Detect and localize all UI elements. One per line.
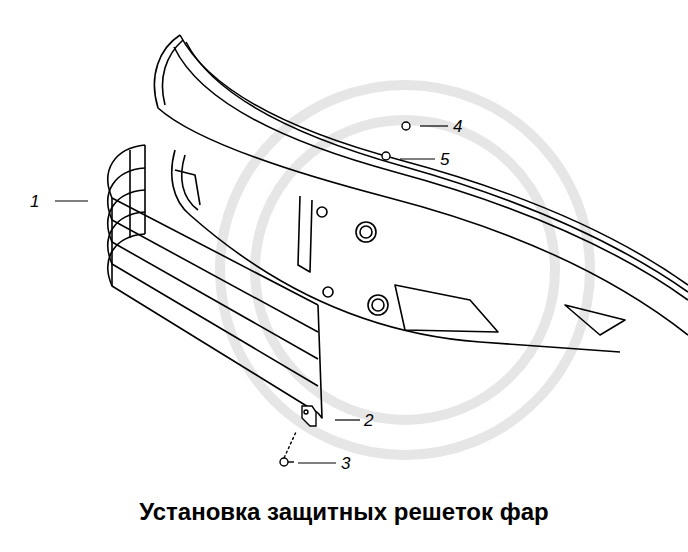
fasteners <box>280 122 410 466</box>
caption: Установка защитных решеток фар <box>139 500 548 524</box>
callout-number: 3 <box>341 455 350 472</box>
callout-number: 1 <box>30 193 39 210</box>
callout-number: 2 <box>364 412 373 429</box>
leader-lines <box>55 126 448 463</box>
callout-number: 5 <box>440 151 449 168</box>
headlight-grille <box>108 145 322 418</box>
callout-number: 4 <box>453 118 462 135</box>
watermark-gear <box>220 85 590 455</box>
bumper <box>154 35 688 352</box>
